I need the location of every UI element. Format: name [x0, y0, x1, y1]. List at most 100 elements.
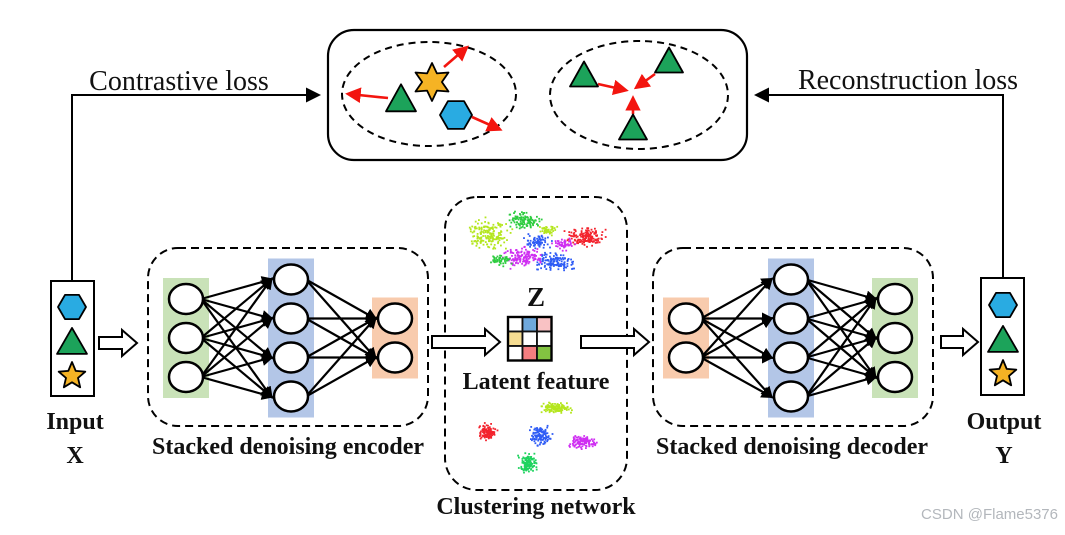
- scatter-dot: [486, 225, 489, 228]
- scatter-dot: [580, 448, 583, 450]
- scatter-dot: [522, 216, 524, 219]
- decoder-connection: [805, 296, 877, 398]
- scatter-dot: [536, 240, 538, 243]
- scatter-dot: [558, 406, 561, 409]
- scatter-dot: [588, 235, 591, 238]
- scatter-dot: [538, 433, 540, 436]
- scatter-dot: [529, 218, 531, 221]
- scatter-dot: [563, 239, 566, 242]
- scatter-dot: [544, 430, 547, 433]
- scatter-dot: [590, 232, 592, 235]
- scatter-dot: [601, 231, 604, 233]
- scatter-dot: [552, 405, 554, 407]
- scatter-dot: [493, 244, 496, 246]
- scatter-dot: [539, 238, 542, 241]
- scatter-dot: [583, 443, 585, 446]
- scatter-dot: [591, 235, 594, 238]
- scatter-dot: [493, 246, 495, 249]
- scatter-dot: [539, 260, 542, 263]
- scatter-dot: [521, 458, 524, 460]
- scatter-dot: [586, 234, 589, 236]
- scatter-dot: [573, 235, 575, 238]
- scatter-dot: [544, 251, 546, 254]
- scatter-dot: [575, 234, 577, 237]
- scatter-dot: [498, 239, 501, 241]
- scatter-dot: [572, 260, 574, 263]
- scatter-dot: [547, 404, 549, 406]
- scatter-dot: [496, 429, 499, 432]
- scatter-dot: [488, 228, 491, 231]
- scatter-dot: [534, 219, 537, 222]
- scatter-dot: [586, 230, 588, 233]
- scatter-dot: [524, 462, 527, 465]
- scatter-dot: [573, 231, 576, 234]
- scatter-dot: [527, 257, 530, 260]
- scatter-dot: [579, 442, 581, 444]
- scatter-dot: [586, 245, 588, 248]
- scatter-dot: [523, 237, 525, 239]
- scatter-dot: [529, 465, 532, 467]
- scatter-dot: [556, 405, 559, 408]
- scatter-dot: [545, 437, 548, 440]
- encoder-neuron: [167, 360, 205, 394]
- scatter-dot: [474, 225, 477, 228]
- scatter-dot: [485, 430, 488, 433]
- scatter-dot: [550, 260, 553, 262]
- scatter-dot: [595, 234, 597, 237]
- scatter-dot: [541, 438, 543, 441]
- scatter-dot: [545, 231, 548, 234]
- scatter-dot: [511, 219, 514, 221]
- encoder-connection: [305, 317, 378, 359]
- scatter-dot: [494, 259, 497, 262]
- scatter-dot: [584, 440, 586, 443]
- scatter-dot: [485, 236, 487, 239]
- scatter-dot: [539, 430, 541, 432]
- scatter-dot: [528, 470, 530, 473]
- scatter-dot: [491, 434, 494, 437]
- scatter-dot: [574, 243, 577, 246]
- scatter-dot: [520, 255, 523, 257]
- scatter-dot: [600, 234, 603, 236]
- scatter-dot: [543, 226, 546, 229]
- scatter-dot: [493, 257, 496, 260]
- scatter-dot: [583, 240, 586, 242]
- decoder-connection: [700, 277, 774, 359]
- scatter-dot: [577, 446, 580, 448]
- scatter-dot: [522, 219, 525, 222]
- output-triangle-icon: [987, 324, 1019, 353]
- scatter-dot: [492, 433, 495, 435]
- scatter-dot: [526, 219, 529, 221]
- scatter-dot: [556, 403, 559, 405]
- scatter-dot: [487, 424, 489, 427]
- scatter-dot: [589, 233, 592, 236]
- scatter-dot: [527, 255, 530, 258]
- scatter-dot: [499, 237, 501, 239]
- scatter-dot: [587, 229, 590, 232]
- scatter-dot: [543, 244, 545, 246]
- scatter-dot: [533, 258, 536, 261]
- scatter-dot: [498, 264, 501, 266]
- scatter-dot: [490, 261, 492, 264]
- scatter-dot: [492, 431, 495, 433]
- scatter-dot: [512, 219, 515, 222]
- scatter-dot: [580, 231, 583, 234]
- sample-shapes: [56, 46, 1019, 389]
- scatter-dot: [594, 242, 597, 244]
- scatter-dot: [604, 228, 607, 231]
- encoder-neuron: [272, 380, 310, 413]
- scatter-dot: [500, 234, 502, 236]
- scatter-dot: [594, 444, 597, 447]
- scatter-dot: [526, 467, 529, 470]
- scatter-dot: [528, 261, 531, 263]
- scatter-dot: [570, 231, 573, 234]
- scatter-dot: [523, 471, 525, 474]
- scatter-dot: [529, 226, 532, 229]
- scatter-dot: [510, 221, 513, 224]
- pull-together-arrows: [597, 72, 656, 114]
- scatter-dot: [569, 239, 571, 241]
- scatter-dot: [494, 428, 497, 431]
- scatter-dot: [562, 254, 565, 257]
- scatter-dot: [503, 241, 506, 244]
- scatter-dot: [500, 254, 503, 257]
- scatter-dot: [468, 226, 471, 229]
